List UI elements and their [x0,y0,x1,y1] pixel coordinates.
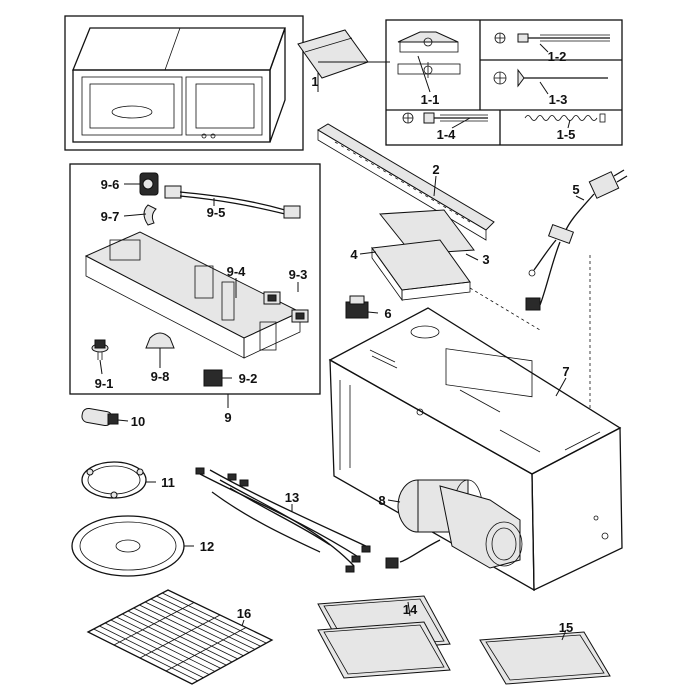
label-2: 2 [432,162,439,177]
label-9-2: 9-2 [239,371,258,386]
label-1: 1 [311,74,318,89]
label-11: 11 [161,475,175,490]
label-1-5: 1-5 [557,127,576,142]
label-1-2: 1-2 [548,49,567,64]
label-9-6: 9-6 [101,177,120,192]
rack-crossbar [165,627,247,672]
label-9-7: 9-7 [101,209,120,224]
part-2-mounting-plate [317,123,495,241]
part-labels: 1 1-1 1-2 1-3 1-4 1-5 2 3 4 5 6 7 8 9 9-… [95,49,580,635]
label-13: 13 [285,490,299,505]
part-15-charcoal-filter [479,631,611,685]
label-9-3: 9-3 [289,267,308,282]
label-9-4: 9-4 [227,264,247,279]
part-14-filters [317,595,451,679]
part-6-switch [345,295,369,319]
part-10-fuse [81,407,119,427]
label-6: 6 [384,306,391,321]
label-4: 4 [350,247,358,262]
label-9: 9 [224,410,231,425]
microwave-box [64,15,304,151]
part-13-wire-harness [195,467,371,573]
part-8-fan-motor [385,479,523,569]
part-1-bag [297,29,390,92]
label-14: 14 [403,602,418,617]
rack-crossbar [113,602,195,646]
part-11-roller-ring [81,461,147,499]
part-9-box [69,163,321,395]
label-9-8: 9-8 [151,369,170,384]
label-9-5: 9-5 [207,205,226,220]
label-16: 16 [237,606,251,621]
label-1-4: 1-4 [437,127,457,142]
label-5: 5 [572,182,579,197]
part-4-grease-tray [371,239,471,302]
label-3: 3 [482,252,489,267]
leader-lines [99,43,585,641]
label-12: 12 [200,539,214,554]
label-8: 8 [378,493,385,508]
label-1-1: 1-1 [421,92,440,107]
part-5-power-cord [525,169,628,311]
label-9-1: 9-1 [95,376,114,391]
hardware-kit-box [385,19,623,146]
part-12-turntable-tray [71,515,185,577]
part-16-rack [86,589,274,685]
label-10: 10 [131,414,145,429]
label-1-3: 1-3 [549,92,568,107]
label-15: 15 [559,620,573,635]
rack-crossbar [139,614,221,659]
label-7: 7 [562,364,569,379]
part-7-cabinet [328,255,623,592]
